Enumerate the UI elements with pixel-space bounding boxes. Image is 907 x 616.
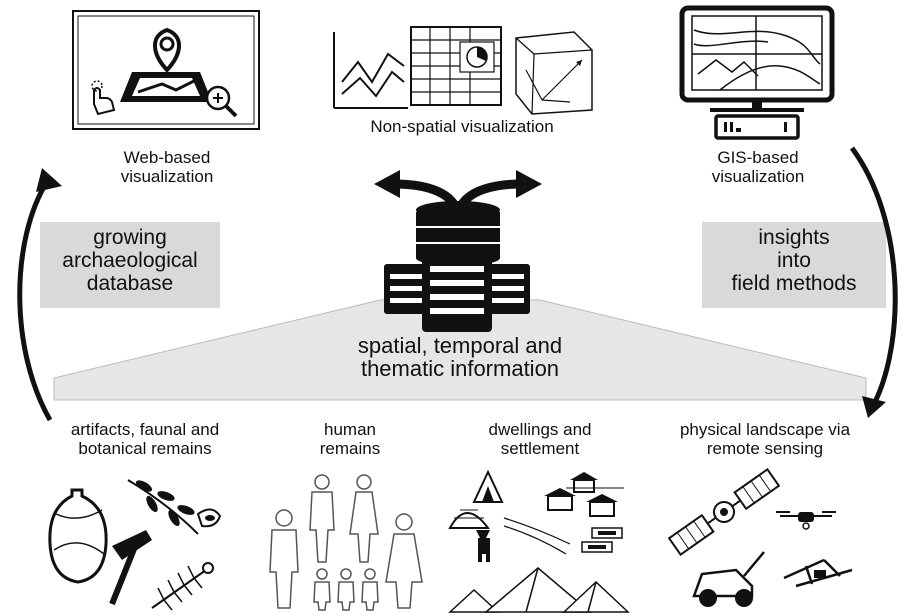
- web-map-icon: [72, 10, 260, 130]
- web-based-label: Web-based visualization: [120, 148, 214, 187]
- 3d-plot-icon: [515, 31, 593, 115]
- right-info-box: [702, 222, 886, 308]
- left-box-text: growing archaeological database: [62, 226, 198, 296]
- left-info-box: [40, 222, 220, 308]
- spreadsheet-icon: [410, 26, 502, 106]
- gis-monitor-icon: [679, 5, 835, 140]
- category-label-landscape: physical landscape via remote sensing: [679, 420, 851, 459]
- human-figures-illustration: [269, 474, 423, 611]
- remote-sensing-illustration: [667, 468, 853, 607]
- category-label-human-remains: human remains: [319, 420, 381, 459]
- artifacts-illustration: [48, 479, 222, 611]
- line-chart-icon: [333, 32, 408, 109]
- non-spatial-label: Non-spatial visualization: [370, 117, 554, 136]
- server-stack-icon: [384, 256, 530, 332]
- category-label-artifacts: artifacts, faunal and botanical remains: [70, 420, 220, 459]
- spatial-temporal-text: spatial, temporal and thematic informati…: [357, 333, 563, 382]
- category-label-dwellings: dwellings and settlement: [488, 420, 592, 459]
- gis-based-label: GIS-based visualization: [711, 148, 805, 187]
- right-box-text: insights into field methods: [731, 226, 857, 296]
- dwellings-illustration: [448, 469, 630, 613]
